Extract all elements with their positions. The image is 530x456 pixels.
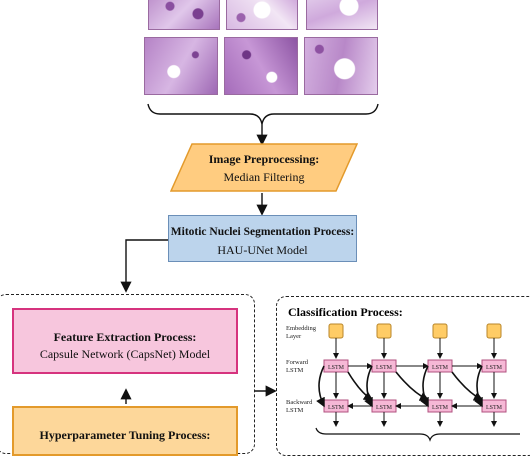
connector-layer bbox=[120, 103, 379, 404]
preprocessing-node: Image Preprocessing: Median Filtering bbox=[170, 143, 358, 192]
histology-image-tile bbox=[306, 0, 378, 30]
forward-lstm-label-2: LSTM bbox=[286, 367, 304, 374]
feature-extraction-subtitle: Capsule Network (CapsNet) Model bbox=[39, 347, 211, 361]
histology-image-tile bbox=[224, 37, 298, 95]
feature-extraction-title: Feature Extraction Process: bbox=[53, 330, 197, 344]
embedding-node bbox=[486, 323, 502, 339]
forward-lstm-cell-label: LSTM bbox=[432, 365, 449, 371]
forward-lstm-label: Forward bbox=[286, 359, 309, 366]
forward-lstm-cell-label: LSTM bbox=[486, 365, 503, 371]
histology-image-tile bbox=[304, 37, 378, 95]
preprocessing-shape bbox=[170, 143, 358, 192]
backward-lstm-cell-label: LSTM bbox=[328, 405, 345, 411]
embedding-node bbox=[376, 323, 392, 339]
backward-lstm-cell-label: LSTM bbox=[486, 405, 503, 411]
histology-image-tile bbox=[144, 37, 218, 95]
recurrent-loop bbox=[474, 365, 483, 408]
forward-lstm-cell-label: LSTM bbox=[328, 365, 345, 371]
embedding-node bbox=[432, 323, 448, 339]
backward-lstm-label: Backward bbox=[286, 399, 313, 406]
recurrent-loop bbox=[364, 365, 373, 408]
segmentation-title: Mitotic Nuclei Segmentation Process: bbox=[170, 226, 355, 238]
backward-lstm-cell-label: LSTM bbox=[432, 405, 449, 411]
embedding-label: Embedding bbox=[286, 325, 316, 332]
backward-lstm-cell-label: LSTM bbox=[376, 405, 393, 411]
embedding-node bbox=[328, 323, 344, 339]
forward-lstm-cell-label: LSTM bbox=[376, 365, 393, 371]
output-brace bbox=[315, 427, 520, 442]
embedding-label-2: Layer bbox=[286, 333, 302, 340]
histology-image-tile bbox=[226, 0, 298, 30]
arrow-to-feature bbox=[120, 239, 168, 293]
histology-image-tile bbox=[148, 0, 220, 30]
segmentation-node: Mitotic Nuclei Segmentation Process: HAU… bbox=[168, 215, 357, 262]
recurrent-loop bbox=[420, 365, 429, 408]
preprocessing-title: Image Preprocessing: bbox=[208, 152, 320, 166]
feature-extraction-node: Feature Extraction Process: Capsule Netw… bbox=[12, 308, 238, 374]
bilstm-diagram: LSTM LSTM LSTM LSTM LSTM LSTM LSTM LSTM bbox=[315, 323, 520, 442]
preprocessing-subtitle: Median Filtering bbox=[223, 170, 305, 184]
hyperparameter-title: Hyperparameter Tuning Process: bbox=[39, 428, 211, 442]
segmentation-subtitle: HAU-UNet Model bbox=[217, 243, 308, 257]
backward-lstm-label-2: LSTM bbox=[286, 407, 304, 414]
classification-title: Classification Process: bbox=[288, 305, 403, 319]
recurrent-loop bbox=[316, 365, 325, 408]
